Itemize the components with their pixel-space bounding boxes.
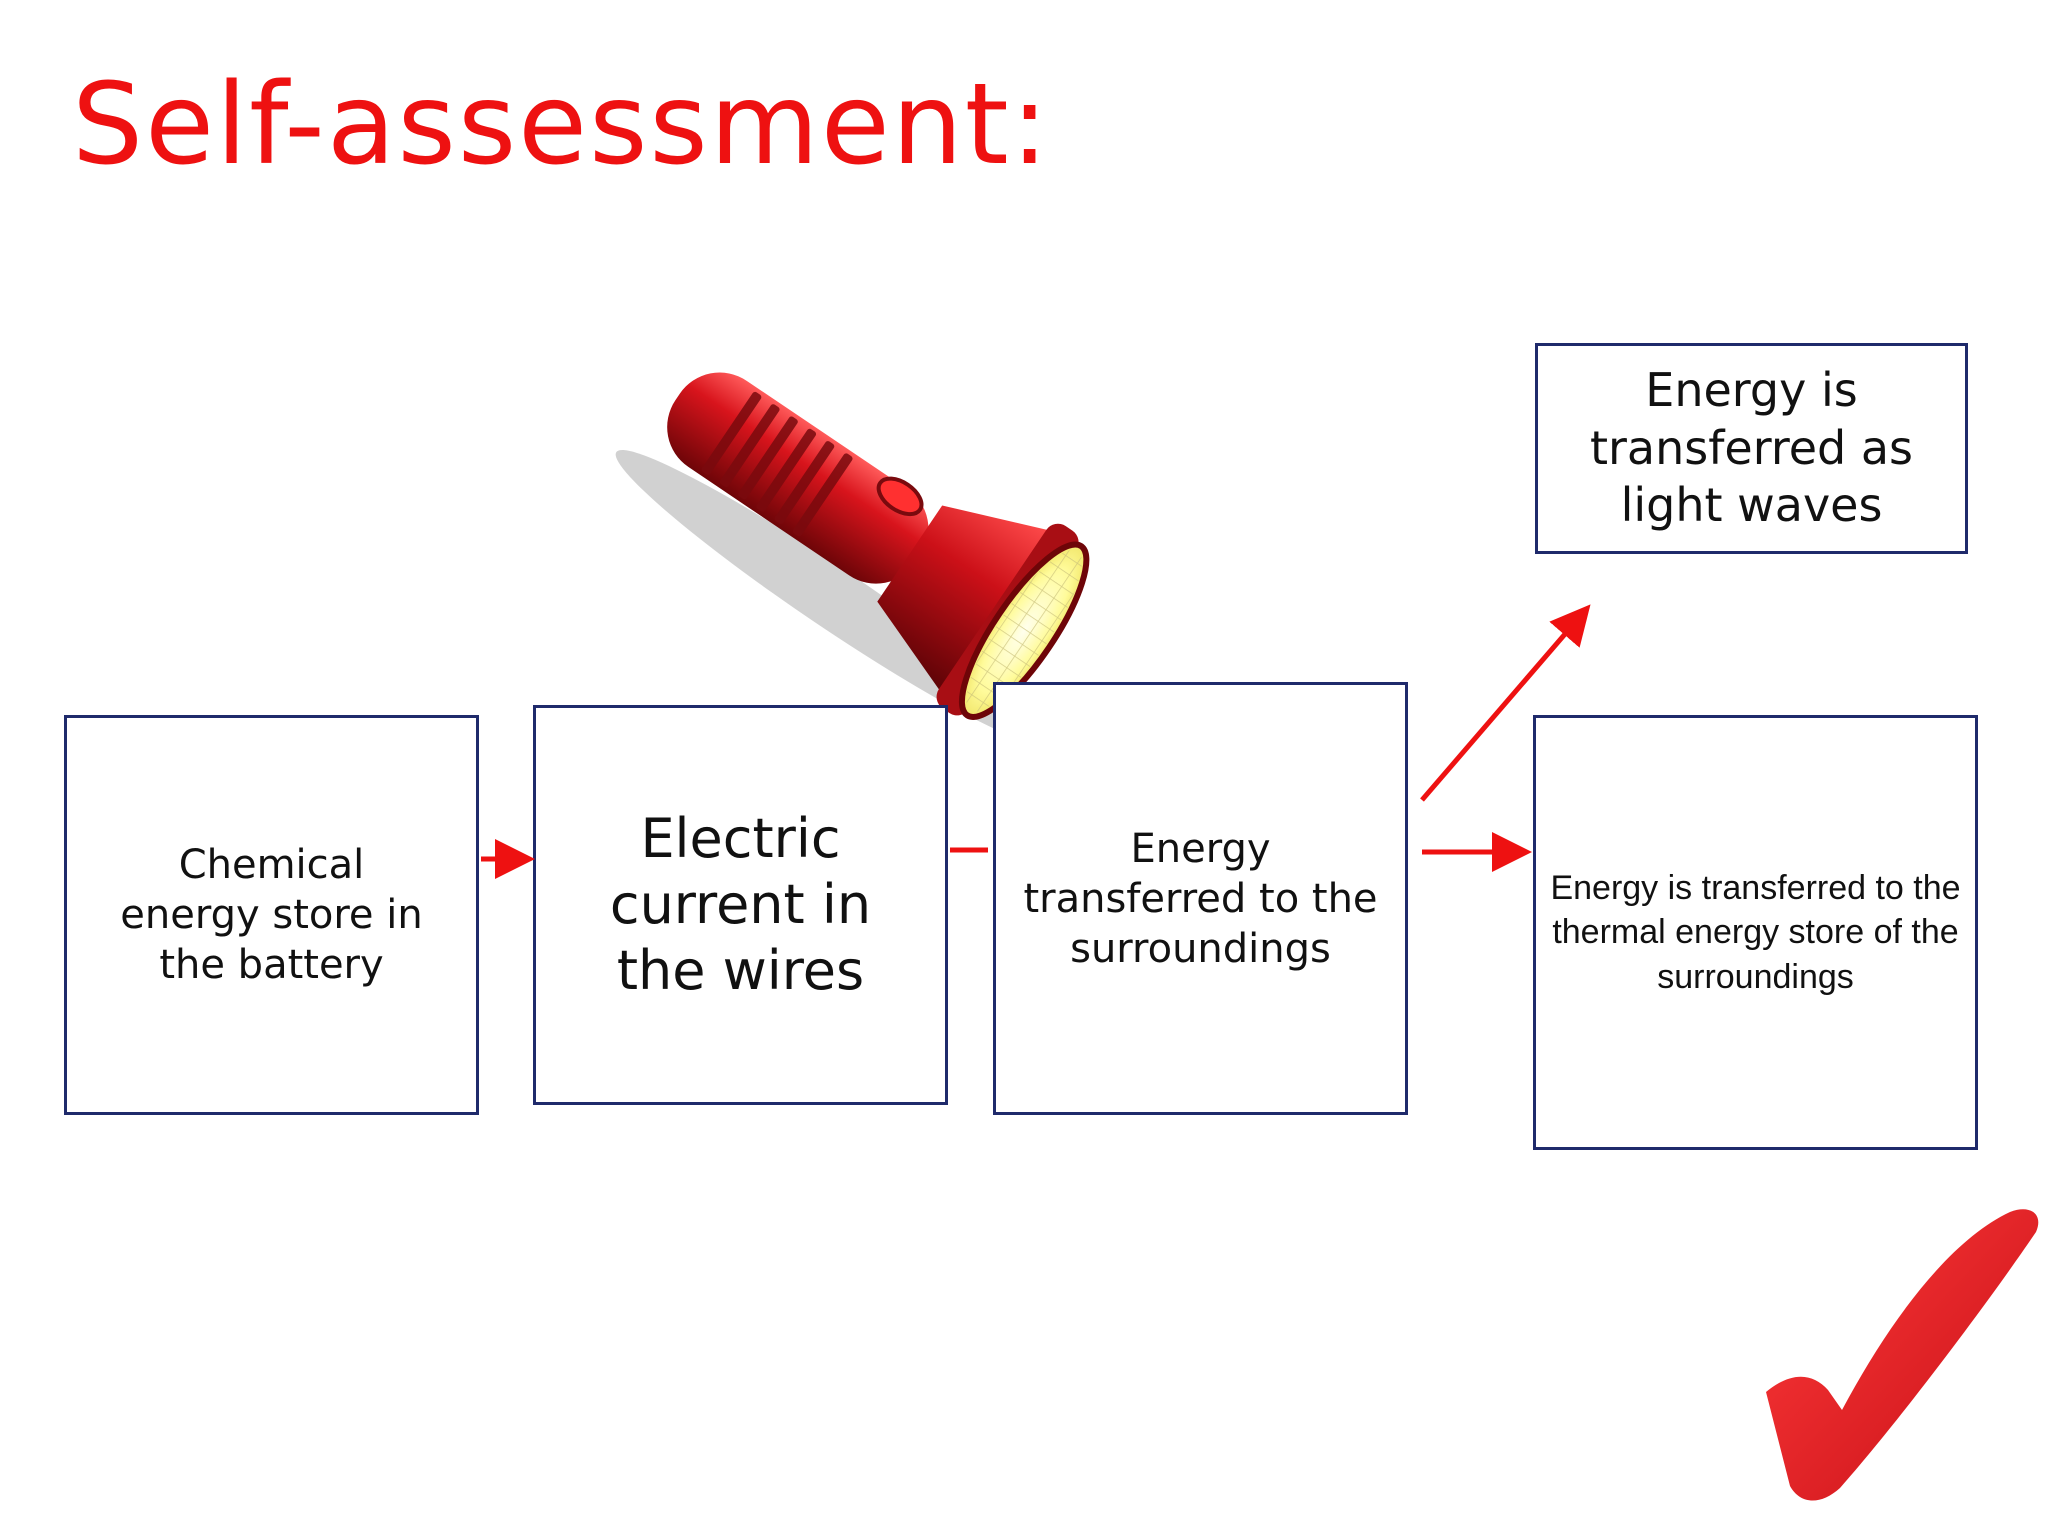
box-chemical-energy: Chemical energy store in the battery [64,715,479,1115]
box-thermal-label: Energy is transferred to the thermal ene… [1550,869,1961,996]
box-electric-current: Electric current in the wires [533,705,948,1105]
box-energy-surroundings: Energy transferred to the surroundings [993,682,1408,1115]
box-chemical-label: Chemical energy store in the battery [120,842,423,988]
box-light-waves: Energy is transferred as light waves [1535,343,1968,554]
box-electric-label: Electric current in the wires [609,807,872,1002]
box-light-label: Energy is transferred as light waves [1589,363,1914,533]
page-title: Self-assessment: [72,60,1051,190]
box-thermal-store: Energy is transferred to the thermal ene… [1533,715,1978,1150]
box-surroundings-label: Energy transferred to the surroundings [1023,825,1378,972]
